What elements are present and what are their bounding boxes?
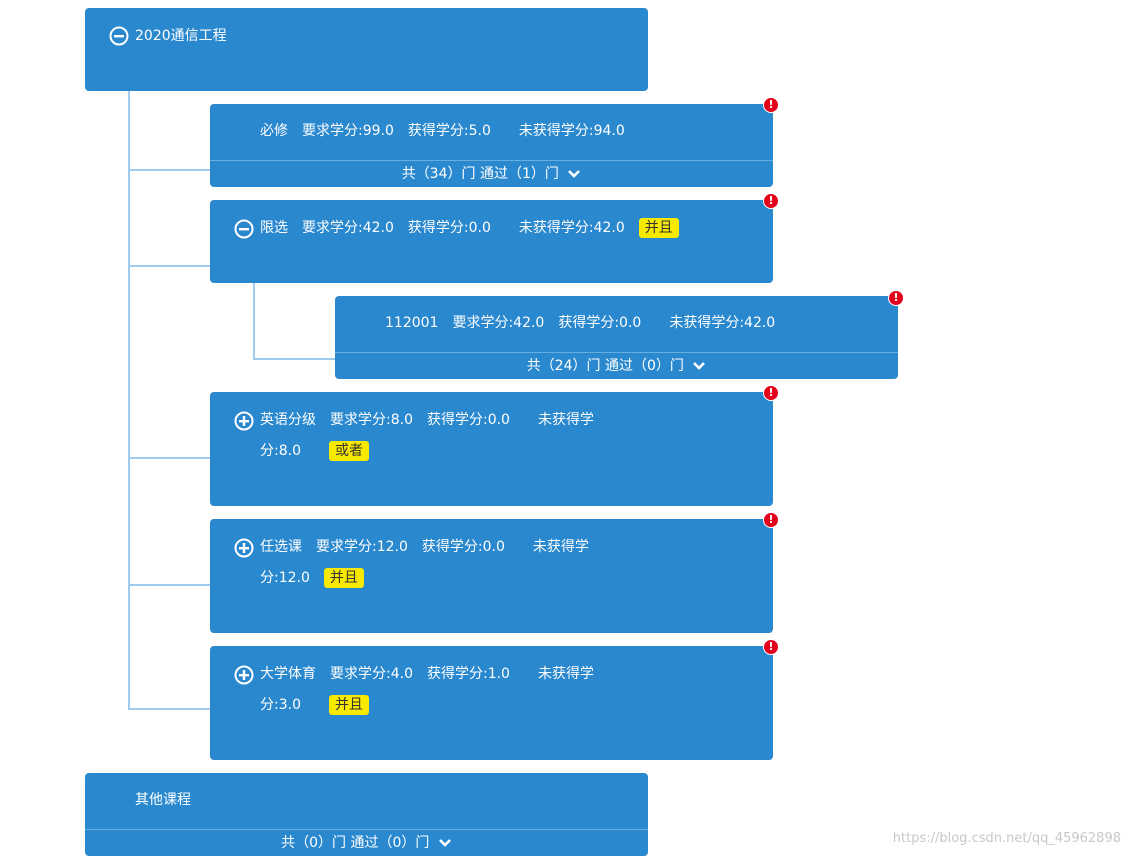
alert-icon: ! xyxy=(888,290,904,306)
earned-credits: 获得学分:5.0 xyxy=(407,123,491,139)
expand-courses-button[interactable]: 共（24）门 通过（0）门 xyxy=(335,353,898,379)
tree-branch-line xyxy=(128,584,210,586)
missing-credits-value: 分:12.0 xyxy=(260,570,310,586)
tree-sub-branch-line xyxy=(253,358,335,360)
missing-credits-label: 未获得学 xyxy=(537,412,594,428)
alert-icon: ! xyxy=(763,97,779,113)
expand-courses-button[interactable]: 共（0）门 通过（0）门 xyxy=(85,830,648,856)
group-info-row: 112001 要求学分:42.0 获得学分:0.0 未获得学分:42.0 xyxy=(385,308,898,338)
required-credits: 要求学分:42.0 xyxy=(302,220,394,236)
alert-icon: ! xyxy=(763,385,779,401)
group-name: 英语分级 xyxy=(260,412,316,428)
watermark: https://blog.csdn.net/qq_45962898 xyxy=(892,831,1121,846)
earned-credits: 获得学分:0.0 xyxy=(426,412,510,428)
group-info-row: 大学体育要求学分:4.0 获得学分:1.0 未获得学 xyxy=(260,659,773,689)
card-divider xyxy=(85,829,648,830)
alert-icon: ! xyxy=(763,193,779,209)
alert-icon: ! xyxy=(763,512,779,528)
group-info-row: 必修要求学分:99.0 获得学分:5.0 未获得学分:94.0 xyxy=(260,116,773,146)
earned-credits: 获得学分:0.0 xyxy=(558,315,642,331)
missing-credits-value: 分:3.0 xyxy=(260,697,301,713)
expand-courses-button[interactable]: 共（34）门 通过（1）门 xyxy=(210,161,773,187)
card-divider xyxy=(335,352,898,353)
collapse-icon[interactable] xyxy=(109,26,129,46)
required-credits: 要求学分:4.0 xyxy=(330,666,413,682)
other-courses-card: 其他课程 共（0）门 通过（0）门 xyxy=(85,773,648,856)
collapse-icon[interactable] xyxy=(234,219,254,239)
group-info-row: 限选要求学分:42.0 获得学分:0.0 未获得学分:42.0 并且 xyxy=(260,213,773,243)
tree-trunk-line xyxy=(128,90,130,710)
group-card-pe: 大学体育要求学分:4.0 获得学分:1.0 未获得学 分:3.0 并且 xyxy=(210,646,773,760)
expand-icon[interactable] xyxy=(234,411,254,431)
group-info-row-2: 分:8.0 或者 xyxy=(260,436,773,466)
group-card-required: 必修要求学分:99.0 获得学分:5.0 未获得学分:94.0 共（34）门 通过（… xyxy=(210,104,773,187)
condition-badge: 并且 xyxy=(328,695,369,715)
missing-credits-label: 未获得学 xyxy=(532,539,589,555)
earned-credits: 获得学分:0.0 xyxy=(421,539,505,555)
group-name: 112001 xyxy=(385,315,439,331)
required-credits: 要求学分:42.0 xyxy=(452,315,545,331)
card-divider xyxy=(210,160,773,161)
other-title-row: 其他课程 xyxy=(135,785,648,815)
group-name: 大学体育 xyxy=(260,666,316,682)
course-summary: 共（0）门 通过（0）门 xyxy=(281,835,430,851)
chevron-down-icon xyxy=(568,170,581,178)
missing-credits-label: 未获得学 xyxy=(537,666,594,682)
chevron-down-icon xyxy=(438,839,451,847)
root-title: 2020通信工程 xyxy=(135,28,227,44)
tree-branch-line xyxy=(128,265,210,267)
course-summary: 共（24）门 通过（0）门 xyxy=(526,358,684,374)
group-name: 必修 xyxy=(260,123,288,139)
group-card-elective: 任选课要求学分:12.0 获得学分:0.0 未获得学 分:12.0 并且 xyxy=(210,519,773,633)
tree-sub-trunk-line xyxy=(253,282,255,360)
group-info-row: 任选课要求学分:12.0 获得学分:0.0 未获得学 xyxy=(260,532,773,562)
expand-icon[interactable] xyxy=(234,665,254,685)
root-card: 2020通信工程 xyxy=(85,8,648,91)
missing-credits: 未获得学分:42.0 xyxy=(669,315,776,331)
tree-branch-line xyxy=(128,169,210,171)
root-title-row: 2020通信工程 xyxy=(135,21,648,51)
course-summary: 共（34）门 通过（1）门 xyxy=(401,166,559,182)
missing-credits-value: 分:8.0 xyxy=(260,443,301,459)
group-info-row-2: 分:3.0 并且 xyxy=(260,690,773,720)
condition-badge: 并且 xyxy=(638,218,679,238)
group-name: 任选课 xyxy=(260,539,302,555)
missing-credits: 未获得学分:94.0 xyxy=(518,123,625,139)
group-card-english: 英语分级要求学分:8.0 获得学分:0.0 未获得学 分:8.0 或者 xyxy=(210,392,773,506)
chevron-down-icon xyxy=(693,362,706,370)
earned-credits: 获得学分:1.0 xyxy=(426,666,510,682)
required-credits: 要求学分:8.0 xyxy=(330,412,413,428)
group-info-row: 英语分级要求学分:8.0 获得学分:0.0 未获得学 xyxy=(260,405,773,435)
group-card-limited-sub: 112001 要求学分:42.0 获得学分:0.0 未获得学分:42.0 共（24）门… xyxy=(335,296,898,379)
alert-icon: ! xyxy=(763,639,779,655)
missing-credits: 未获得学分:42.0 xyxy=(518,220,625,236)
other-title: 其他课程 xyxy=(135,792,191,808)
group-info-row-2: 分:12.0 并且 xyxy=(260,563,773,593)
group-card-limited: 限选要求学分:42.0 获得学分:0.0 未获得学分:42.0 并且 xyxy=(210,200,773,283)
condition-badge: 或者 xyxy=(328,441,369,461)
group-name: 限选 xyxy=(260,220,288,236)
condition-badge: 并且 xyxy=(323,568,364,588)
required-credits: 要求学分:99.0 xyxy=(302,123,394,139)
earned-credits: 获得学分:0.0 xyxy=(407,220,491,236)
expand-icon[interactable] xyxy=(234,538,254,558)
tree-branch-line xyxy=(128,708,210,710)
tree-branch-line xyxy=(128,457,210,459)
required-credits: 要求学分:12.0 xyxy=(316,539,408,555)
